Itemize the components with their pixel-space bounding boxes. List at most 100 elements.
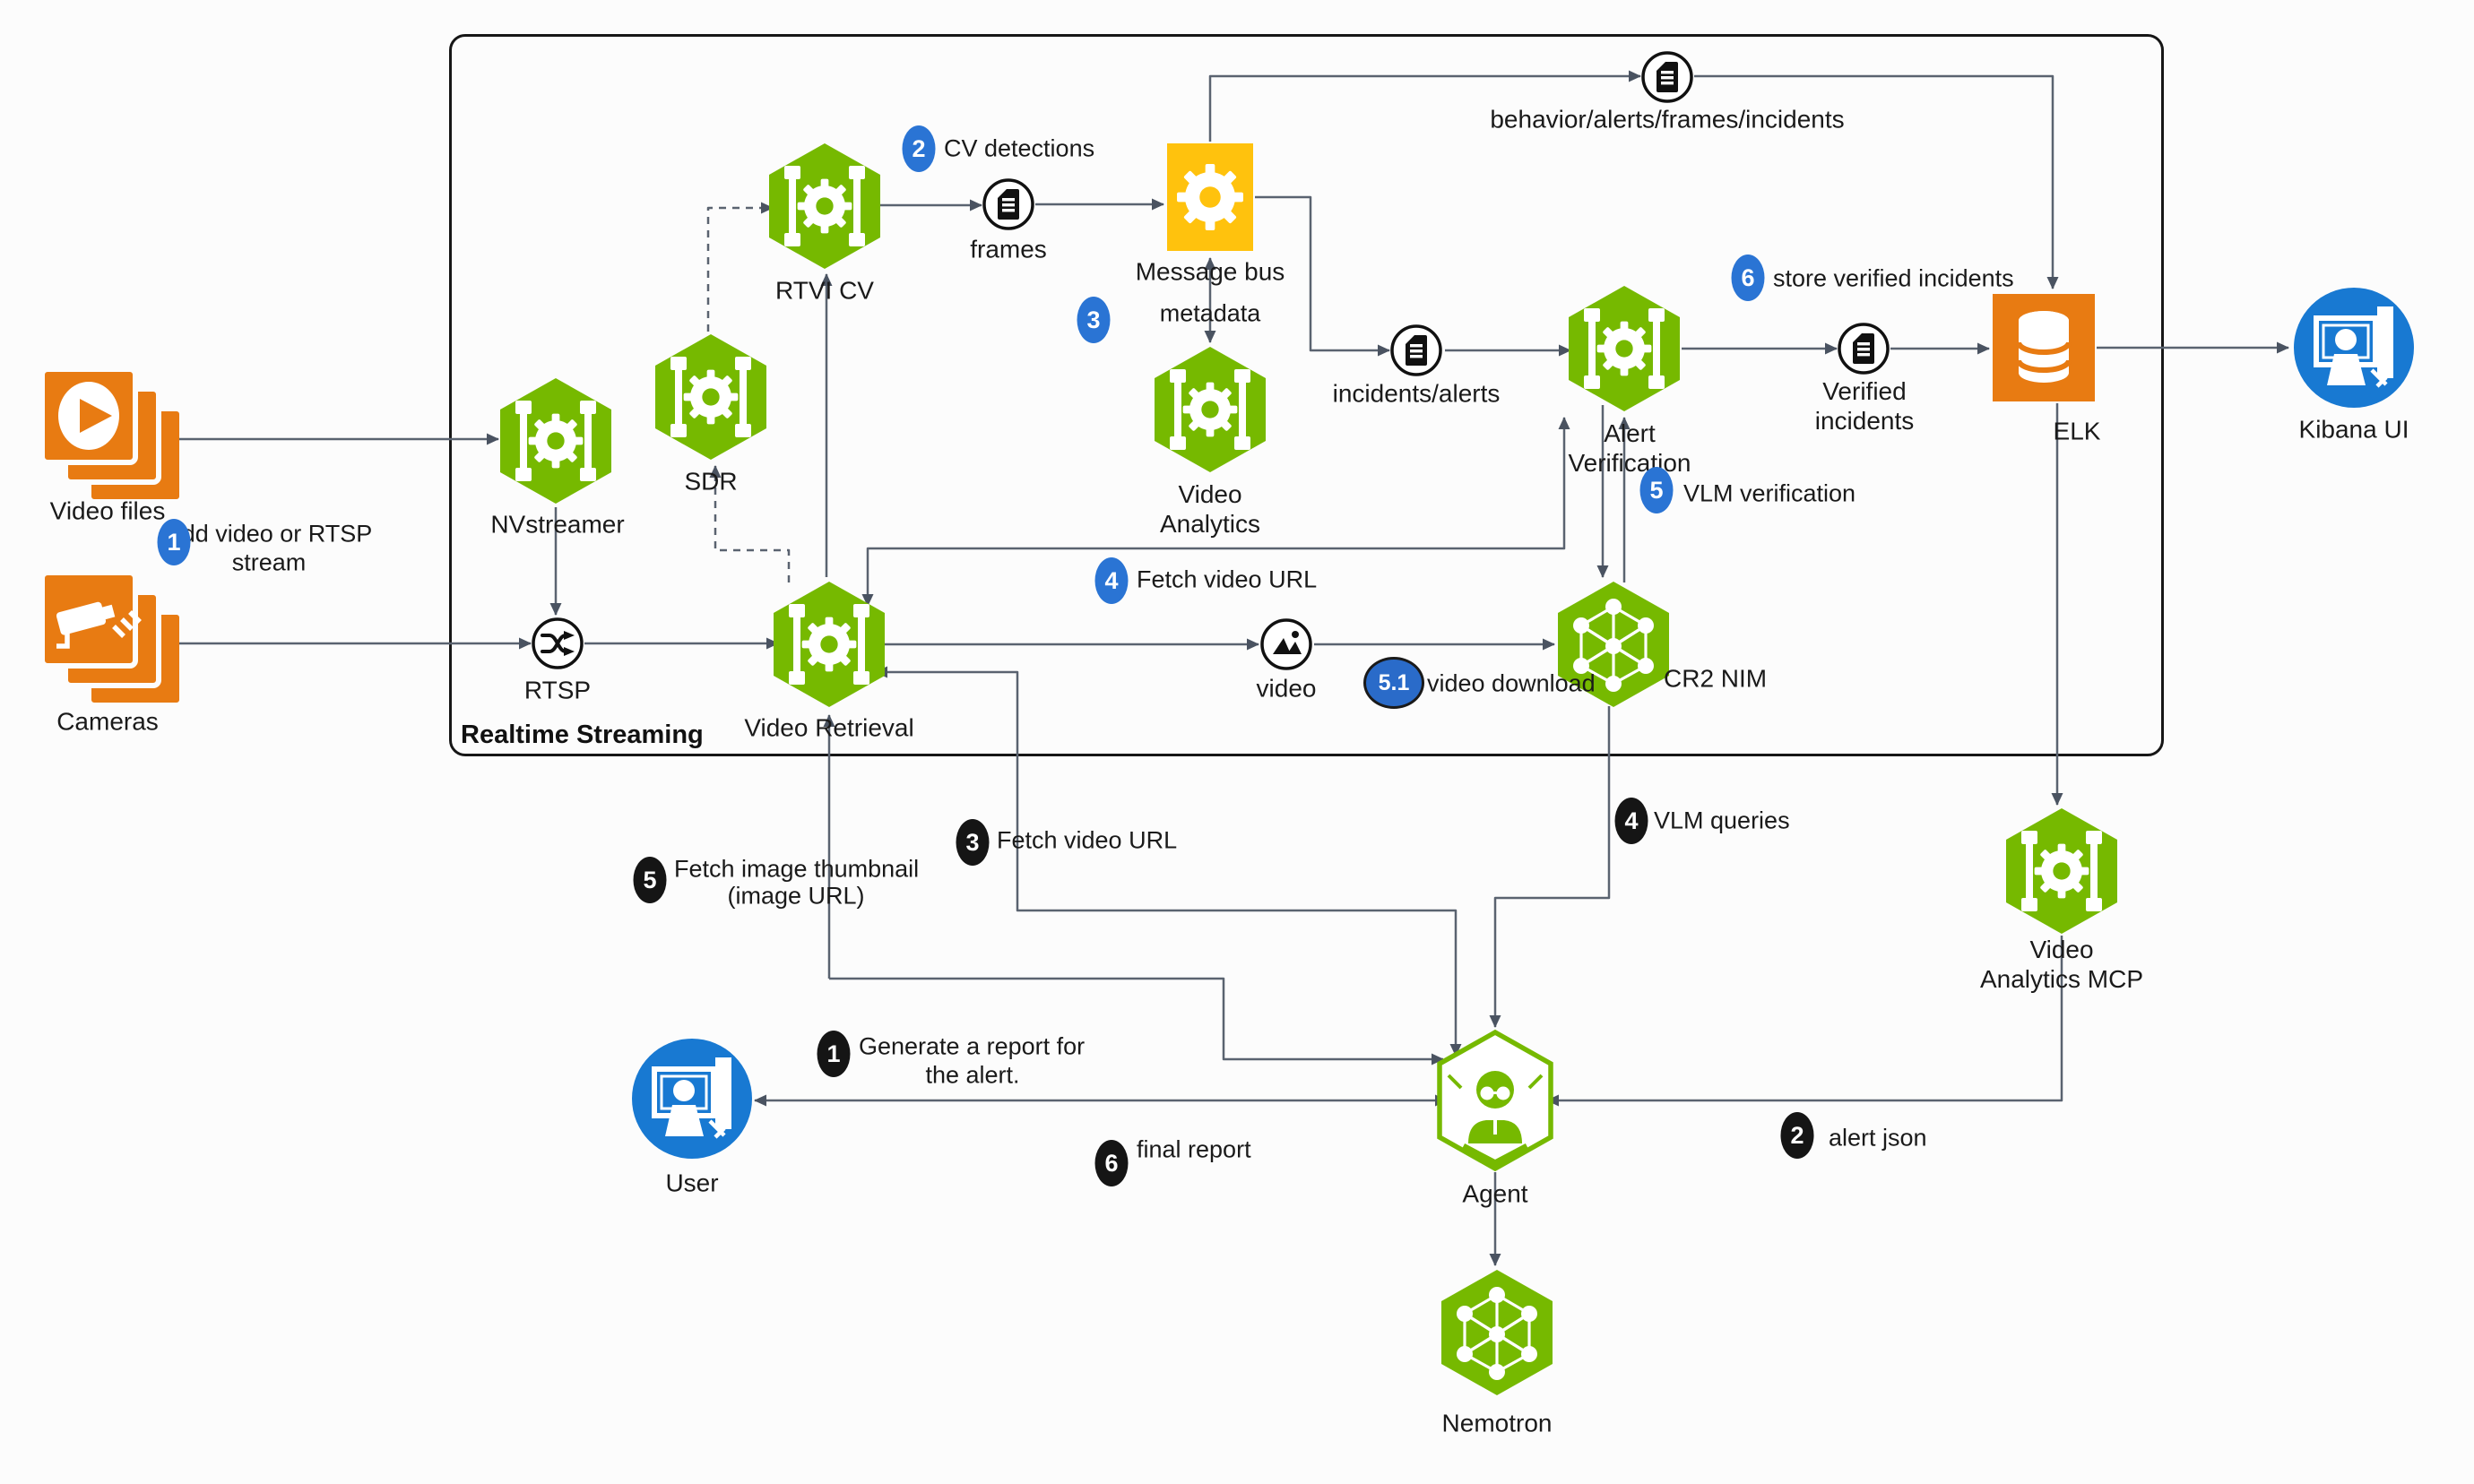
badge-step-2-blue: 2 [902,125,936,172]
node-video-files [27,352,179,505]
node-label-line: Alert [1604,419,1656,447]
node-alert-verification [1553,277,1696,420]
node-label-video-files: Video files [50,496,166,526]
node-label-cameras: Cameras [56,707,159,737]
node-user [629,1036,755,1161]
node-label-line: video [1256,674,1317,703]
edge-cr2-agent-vlmqueries [1489,706,1611,1028]
node-incidents-alerts-doc [1388,322,1445,379]
agent-icon [1437,1029,1553,1172]
node-video-retrieval [757,573,901,716]
img-icon [1260,618,1312,670]
shuffle-icon [532,617,584,669]
node-cameras [27,556,179,708]
annotation-generate-report-line1: Generate a report for [859,1032,1086,1060]
node-label-line: Verification [1568,449,1691,477]
node-label-cr2-nim: CR2 NIM [1664,664,1767,694]
hexgear-icon [500,378,611,504]
msgbus-icon [1167,143,1253,251]
hexgear-icon [2006,808,2117,934]
hexgear-icon [769,143,880,269]
edge-videoretrieval-sdr [709,465,791,582]
doc-icon [1390,324,1442,376]
node-label-rtsp: RTSP [524,676,591,705]
node-label-agent: Agent [1462,1179,1527,1209]
badge-step-4-blue: 4 [1094,557,1129,604]
annotation-metadata: metadata [1159,299,1261,327]
badge-step-5-black: 5 [633,857,667,903]
annotation-add-video-line2: stream [231,548,307,576]
node-label-line: frames [970,235,1047,263]
node-label-line: Message bus [1135,257,1285,286]
node-label-line: SDR [684,467,738,496]
hexgear-icon [1155,347,1266,472]
node-label-user: User [665,1169,718,1198]
node-label-elk: ELK [2054,417,2101,446]
hexgear-icon [774,582,885,707]
annotation-vlm-verification: VLM verification [1683,479,1856,507]
node-label-video-doc: video [1257,674,1317,703]
personscreen-icon [2294,288,2414,408]
node-label-sdr: SDR [684,467,737,496]
doc-icon [982,178,1034,230]
edge-fetch-video-url-path [861,417,1570,607]
cameras-icon [39,570,179,708]
node-nvstreamer [484,369,627,513]
node-agent [1423,1024,1567,1177]
doc-icon [1641,51,1693,103]
badge-step-2-black: 2 [1780,1112,1814,1159]
node-message-bus [1147,134,1273,260]
annotation-vlm-queries: VLM queries [1654,807,1790,834]
node-video-analytics [1138,338,1282,481]
node-label-line: Agent [1462,1179,1528,1208]
db-icon [1993,294,2095,401]
edge-videoretrieval-agent-thumb [829,977,1444,1066]
node-cr2-nim [1542,573,1685,716]
annotation-fetch-video-url-box: Fetch video URL [1137,565,1318,593]
node-label-line: Nemotron [1441,1409,1553,1437]
annotation-alert-json: alert json [1829,1124,1927,1152]
node-verified-incidents-doc [1835,320,1892,377]
node-label-line: ELK [2053,417,2101,445]
node-label-kibana-ui: Kibana UI [2299,415,2409,444]
edge-agent-videoretrieval-fetchurl [875,666,1462,1057]
node-label-line: Verified [1822,377,1907,405]
node-frames-doc [980,176,1037,233]
node-label-nvstreamer: NVstreamer [490,510,624,539]
node-rtvi-cv [753,134,896,278]
node-label-line: incidents [1814,407,1915,435]
annotation-video-download: video download [1427,669,1596,697]
node-label-line: CR2 NIM [1664,664,1768,693]
node-label-line: RTVI CV [775,276,874,305]
node-video-analytics-mcp [1990,799,2133,943]
edge-messagebus-incidents [1255,195,1390,357]
node-label-video-retrieval: Video Retrieval [744,713,913,743]
node-elk [1985,289,2102,406]
annotation-fetch-video-url-agent: Fetch video URL [997,826,1178,854]
node-label-frames-doc: frames [970,235,1047,264]
node-video-doc [1258,616,1315,673]
node-label-line: User [665,1169,719,1197]
node-label-line: Video Retrieval [744,713,914,742]
node-nemotron [1425,1261,1569,1404]
node-label-line: RTSP [523,676,592,704]
node-label-line: Video files [49,496,166,525]
node-label-line: Kibana UI [2298,415,2409,444]
annotation-generate-report-line2: the alert. [925,1061,1020,1089]
node-label-line: Cameras [56,707,159,736]
edge-messagebus-behavior [1208,70,1641,142]
node-behavior-doc [1639,48,1696,106]
node-label-line: incidents/alerts [1332,379,1501,408]
badge-step-5-1-pill: 5.1 [1363,657,1424,709]
edge-sdr-rtvicv [706,202,774,332]
badge-step-6-black: 6 [1094,1140,1129,1186]
hexnet-icon [1558,582,1669,707]
realtime-streaming-label: Realtime Streaming [461,720,704,749]
badge-step-3-black: 3 [956,819,990,866]
